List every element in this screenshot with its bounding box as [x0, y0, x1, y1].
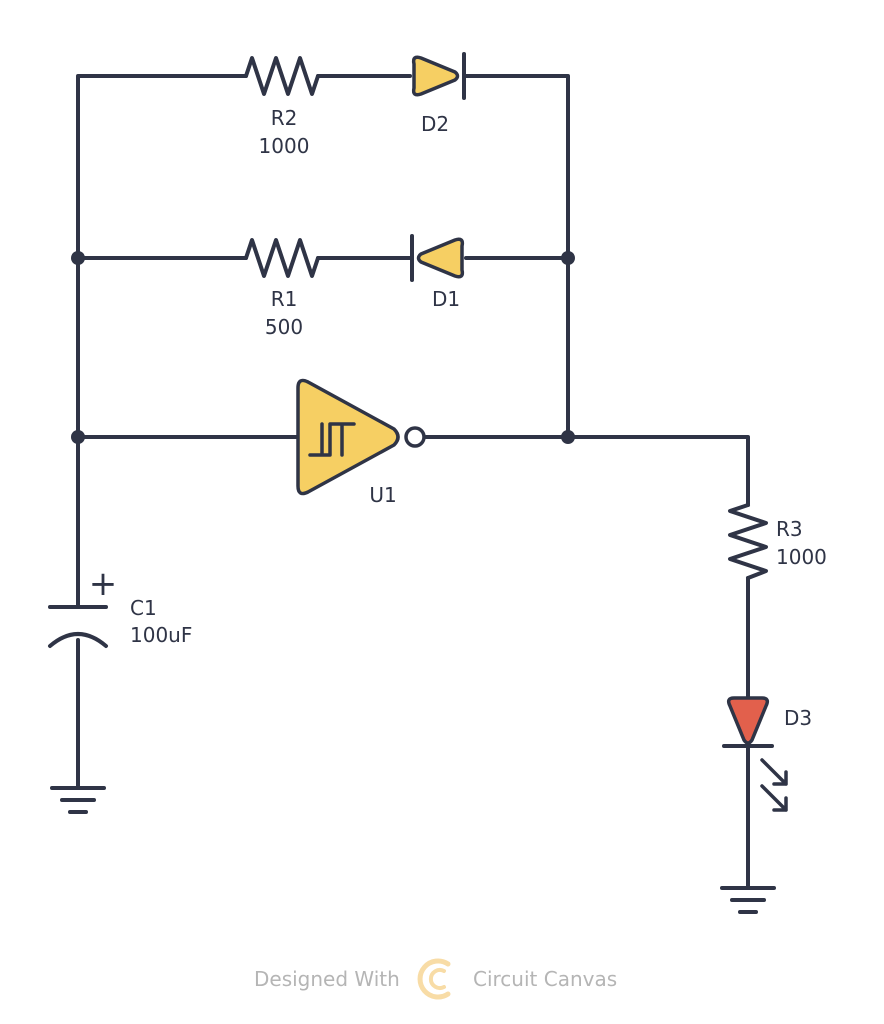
inverter-u1-ref: U1: [369, 483, 396, 507]
wire-u1-output: [424, 435, 750, 507]
inverter-u1-body: [296, 378, 400, 496]
resistor-r2-zigzag: [244, 56, 320, 96]
resistor-r1[interactable]: R1 500: [244, 238, 320, 339]
watermark-brand: Circuit Canvas: [473, 967, 617, 991]
junctions: [71, 251, 575, 444]
wires: [76, 74, 750, 890]
diode-d1-body: [416, 237, 465, 279]
diode-d2[interactable]: D2: [411, 52, 466, 136]
capacitor-c1-negative-plate: [48, 632, 108, 648]
resistor-r2-ref: R2: [271, 106, 298, 130]
resistor-r2-value: 1000: [259, 134, 310, 158]
junction-dot: [71, 430, 85, 444]
resistor-r3-zigzag: [728, 503, 768, 580]
resistor-r3-value: 1000: [776, 545, 827, 569]
capacitor-c1-value: 100uF: [130, 623, 192, 647]
schmitt-inverter-u1[interactable]: U1: [296, 378, 426, 507]
inverter-u1-bubble: [404, 426, 426, 448]
capacitor-c1-ref: C1: [130, 596, 157, 620]
capacitor-c1[interactable]: + C1 100uF: [48, 564, 192, 648]
diode-d1-ref: D1: [432, 287, 460, 311]
led-d3-ref: D3: [784, 706, 812, 730]
led-d3[interactable]: D3: [722, 696, 812, 812]
junction-dot: [561, 430, 575, 444]
resistor-r3-ref: R3: [776, 517, 803, 541]
ground-led-icon: [720, 886, 776, 914]
junction-dot: [561, 251, 575, 265]
led-d3-body: [726, 696, 770, 745]
ground-capacitor-icon: [50, 786, 106, 814]
watermark: Designed With Circuit Canvas: [254, 958, 617, 1000]
light-emission-icon: [760, 758, 788, 812]
watermark-prefix: Designed With: [254, 967, 400, 991]
resistor-r1-zigzag: [244, 238, 320, 278]
diode-d2-body: [411, 55, 460, 97]
wire-top-branch: [76, 74, 570, 439]
resistor-r2[interactable]: R2 1000: [244, 56, 320, 158]
hysteresis-icon: [308, 422, 356, 457]
diode-d1[interactable]: D1: [410, 234, 465, 311]
resistor-r3[interactable]: R3 1000: [728, 503, 827, 580]
circuit-canvas-logo-icon: [417, 958, 451, 1000]
junction-dot: [71, 251, 85, 265]
diode-d2-ref: D2: [421, 112, 449, 136]
resistor-r1-value: 500: [265, 315, 303, 339]
capacitor-c1-plus-sign: +: [89, 564, 118, 604]
resistor-r1-ref: R1: [271, 287, 298, 311]
